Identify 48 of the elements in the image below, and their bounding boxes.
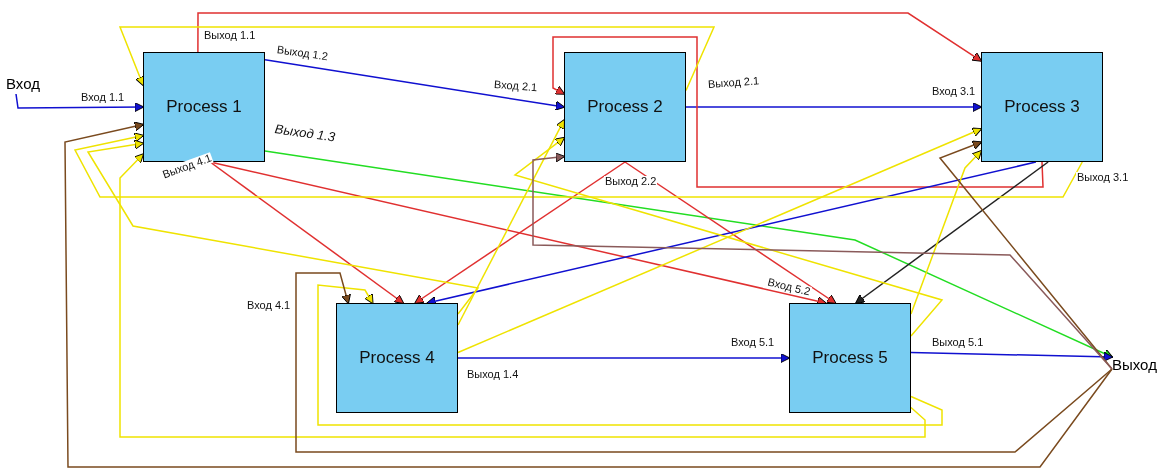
- arrow: [295, 272, 1113, 453]
- process-name: Process 5: [812, 347, 888, 370]
- arrow: [513, 136, 944, 337]
- arrow: [532, 152, 1113, 370]
- arrow: [910, 351, 1114, 362]
- edge-label: Выход 1.4: [466, 369, 520, 380]
- process-box: [564, 52, 686, 162]
- arrow: [119, 153, 926, 438]
- arrow: [15, 93, 145, 112]
- arrow: [414, 161, 626, 304]
- edge-label: Выход 2.1: [706, 75, 761, 90]
- terminal-label: Выход: [1112, 355, 1160, 375]
- terminal-label: Вход: [6, 74, 56, 94]
- edge-label: Выход 5.1: [931, 337, 985, 348]
- arrow: [624, 161, 837, 304]
- edge-label: Вход 4.1: [246, 300, 292, 311]
- process-name: Process 4: [359, 347, 435, 370]
- process-name: Process 1: [166, 96, 242, 119]
- arrow: [118, 26, 716, 92]
- edge-label: Выход 1.1: [203, 30, 257, 41]
- port-label: Вход 2.1: [492, 79, 539, 94]
- arrow: [209, 161, 405, 304]
- edge-label: Вход 1.1: [80, 92, 126, 103]
- port-label: Вход 5.1: [730, 337, 776, 348]
- arrow: [73, 132, 1083, 198]
- process-name: Process 2: [587, 96, 663, 119]
- arrow: [457, 127, 983, 354]
- arrow: [264, 58, 566, 111]
- edge-label: Вход 5.2: [765, 276, 813, 298]
- edge-label: Выход 1.2: [275, 44, 330, 63]
- arrow: [64, 121, 1113, 468]
- process-box: [789, 303, 911, 413]
- process-box: [336, 303, 458, 413]
- arrow: [552, 36, 1044, 188]
- arrow: [685, 102, 983, 112]
- arrow: [457, 118, 565, 326]
- port-label: Вход 3.1: [931, 86, 977, 97]
- edge-label: Выход 1.3: [273, 122, 337, 144]
- process-box: [981, 52, 1103, 162]
- port-label: Выход 3.1: [1076, 172, 1130, 183]
- arrow: [317, 284, 943, 426]
- edge-label: Выход 2.2: [604, 176, 658, 187]
- arrow: [86, 139, 480, 315]
- arrow: [910, 149, 983, 315]
- arrow: [854, 161, 1049, 304]
- process-name: Process 3: [1004, 96, 1080, 119]
- arrow: [197, 12, 983, 62]
- arrow: [457, 353, 791, 363]
